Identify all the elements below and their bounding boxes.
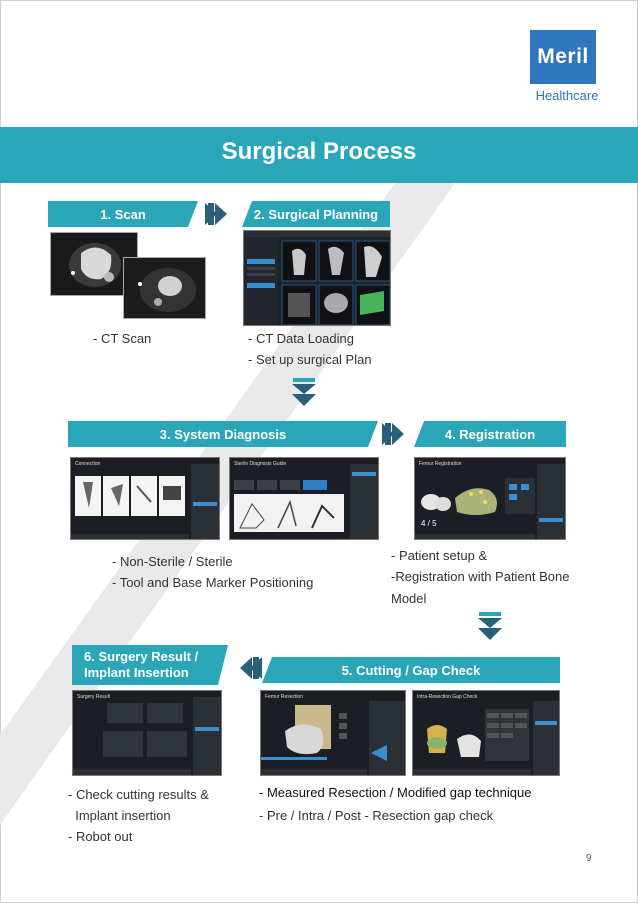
connection-screen-title: Connection [75,461,101,467]
double-arrow-down-icon [478,612,502,640]
ct-scan-image-1 [50,232,138,296]
registration-screenshot: Femur Registration 4 / 5 [414,457,566,540]
resection-screen-title: Femur Resection [265,694,304,700]
gap-check-screen-title: Intra-Resection Gap Check [417,694,478,700]
result-screenshot: Surgery Result [72,690,222,776]
diagnosis-screenshot: Sterile Diagnosis Guide [229,457,379,540]
step-result-tab: 6. Surgery Result /Implant Insertion [72,645,228,685]
planning-caption-2: - Set up surgical Plan [248,352,372,367]
planning-screenshot [243,230,391,326]
double-arrow-down-icon [292,378,316,406]
double-arrow-right-icon [205,203,227,225]
diagnosis-caption-2: - Tool and Base Marker Positioning [112,575,314,590]
diagnosis-screen-title: Sterile Diagnosis Guide [234,461,287,467]
registration-counter: 4 / 5 [421,519,437,528]
title-band [0,127,638,183]
step-planning-tab: 2. Surgical Planning [242,201,390,227]
scan-caption-1: - CT Scan [93,331,152,346]
step-diagnosis-tab: 3. System Diagnosis [68,421,378,447]
step-registration-tab: 4. Registration [414,421,566,447]
meril-logo: Meril [530,30,596,84]
connection-screenshot: Connection [70,457,220,540]
registration-caption-3: Model [391,591,427,606]
double-arrow-right-icon [382,423,404,445]
gap-check-screenshot: Intra-Resection Gap Check [412,690,560,776]
logo-tagline: Healthcare [535,88,599,103]
step-cutting-tab: 5. Cutting / Gap Check [262,657,560,683]
result-caption-1: - Check cutting results & [68,787,209,802]
registration-screen-title: Femur Registration [419,461,462,467]
ct-scan-image-2 [123,257,206,319]
result-tab-line-1: 6. Surgery Result / [84,649,199,664]
registration-caption-2: -Registration with Patient Bone [391,569,570,584]
double-arrow-left-icon [240,657,262,679]
registration-caption-1: - Patient setup & [391,548,488,563]
diagnosis-caption-1: - Non-Sterile / Sterile [112,554,233,569]
result-caption-3: - Robot out [68,829,133,844]
resection-screenshot: Femur Resection [260,690,406,776]
page-title: Surgical Process [221,138,417,165]
cutting-caption-2: - Pre / Intra / Post - Resection gap che… [259,808,494,823]
result-caption-2: Implant insertion [68,808,171,823]
page-number: 9 [586,853,592,864]
result-tab-line-2: Implant Insertion [84,665,189,680]
planning-caption-1: - CT Data Loading [248,331,354,346]
step-scan-tab: 1. Scan [48,201,198,227]
cutting-caption-1: - Measured Resection / Modified gap tech… [259,785,532,800]
result-screen-title: Surgery Result [77,694,111,700]
